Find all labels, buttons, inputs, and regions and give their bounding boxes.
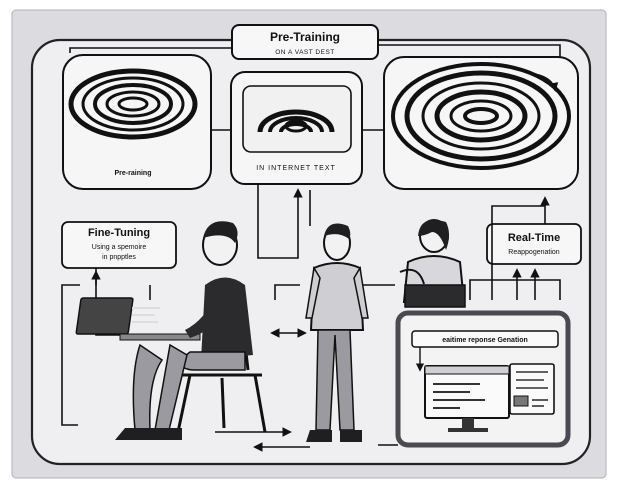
fine-tuning-box: Fine-Tuning Using a spemoire in pnpptles — [62, 222, 176, 268]
fine-tuning-line2: in pnpptles — [102, 254, 136, 261]
fine-tuning-title: Fine-Tuning — [88, 227, 150, 239]
monitor-title: eaitime reponse Genation — [442, 337, 528, 344]
header-title: Pre-Training — [270, 30, 340, 44]
side-window-icon — [510, 364, 554, 414]
monitor-panel: eaitime reponse Genation — [398, 313, 568, 445]
real-time-subtitle: Reappogenation — [508, 249, 559, 256]
header-box: Pre-Training ON A VAST DEST — [232, 25, 378, 59]
panel-pretraining-left: Pre-raining — [63, 55, 211, 189]
fine-tuning-line1: Using a spemoire — [92, 244, 147, 251]
header-subtitle: ON A VAST DEST — [275, 49, 335, 56]
person-torso — [311, 263, 363, 330]
real-time-box: Real-Time Reappogenation — [487, 224, 581, 264]
panel-internet-text: IN INTERNET TEXT — [231, 72, 362, 184]
left-panel-caption: Pre-raining — [115, 170, 152, 177]
center-panel-caption: IN INTERNET TEXT — [256, 165, 336, 172]
real-time-title: Real-Time — [508, 232, 560, 244]
panel-large-spiral — [384, 57, 578, 189]
